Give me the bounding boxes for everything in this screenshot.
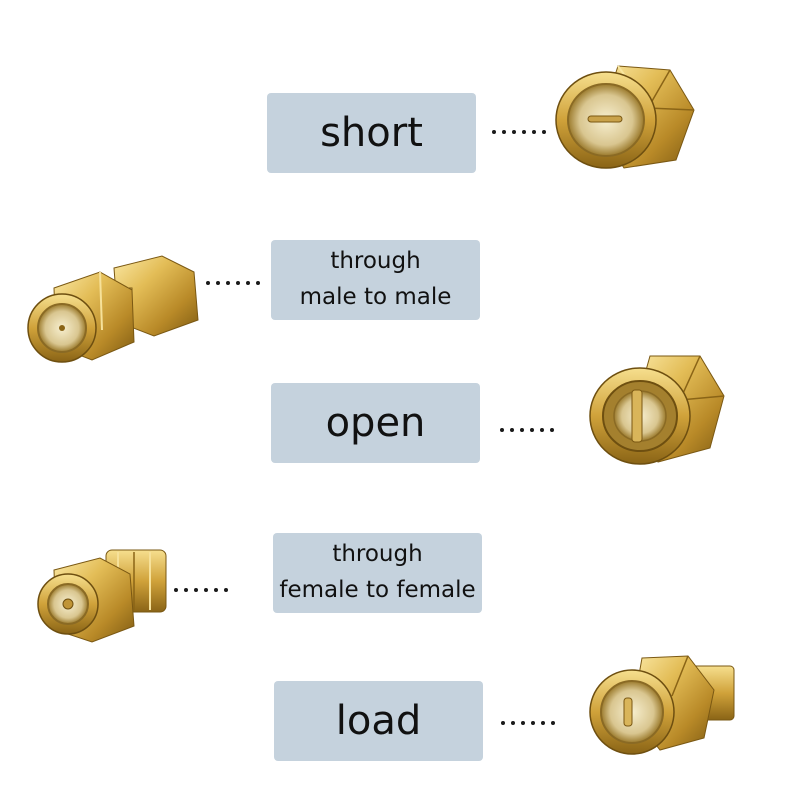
sma-male-to-male-adapter-image (27, 255, 199, 363)
label-female-to-female-text: female to female (279, 577, 476, 603)
leader-dots-short (492, 130, 546, 136)
label-through-male-to-male: through male to male (271, 240, 480, 320)
sma-male-short-cap-image (555, 65, 695, 169)
label-open: open (271, 383, 480, 463)
label-short: short (267, 93, 476, 173)
label-through-text-1: through (330, 248, 421, 275)
leader-dots-female-to-female (174, 588, 228, 594)
sma-female-to-female-adapter-image (37, 549, 167, 643)
label-load-text: load (335, 698, 422, 744)
label-male-to-male-text: male to male (299, 284, 452, 310)
label-through-text-2: through (332, 541, 423, 568)
label-short-text: short (320, 110, 423, 156)
sma-male-load-terminator-image (589, 655, 735, 755)
leader-dots-male-to-male (206, 281, 260, 287)
leader-dots-open (500, 428, 554, 434)
leader-dots-load (501, 721, 555, 727)
label-open-text: open (325, 400, 426, 446)
label-load: load (274, 681, 483, 761)
label-through-female-to-female: through female to female (273, 533, 482, 613)
sma-male-open-cap-image (589, 355, 725, 465)
